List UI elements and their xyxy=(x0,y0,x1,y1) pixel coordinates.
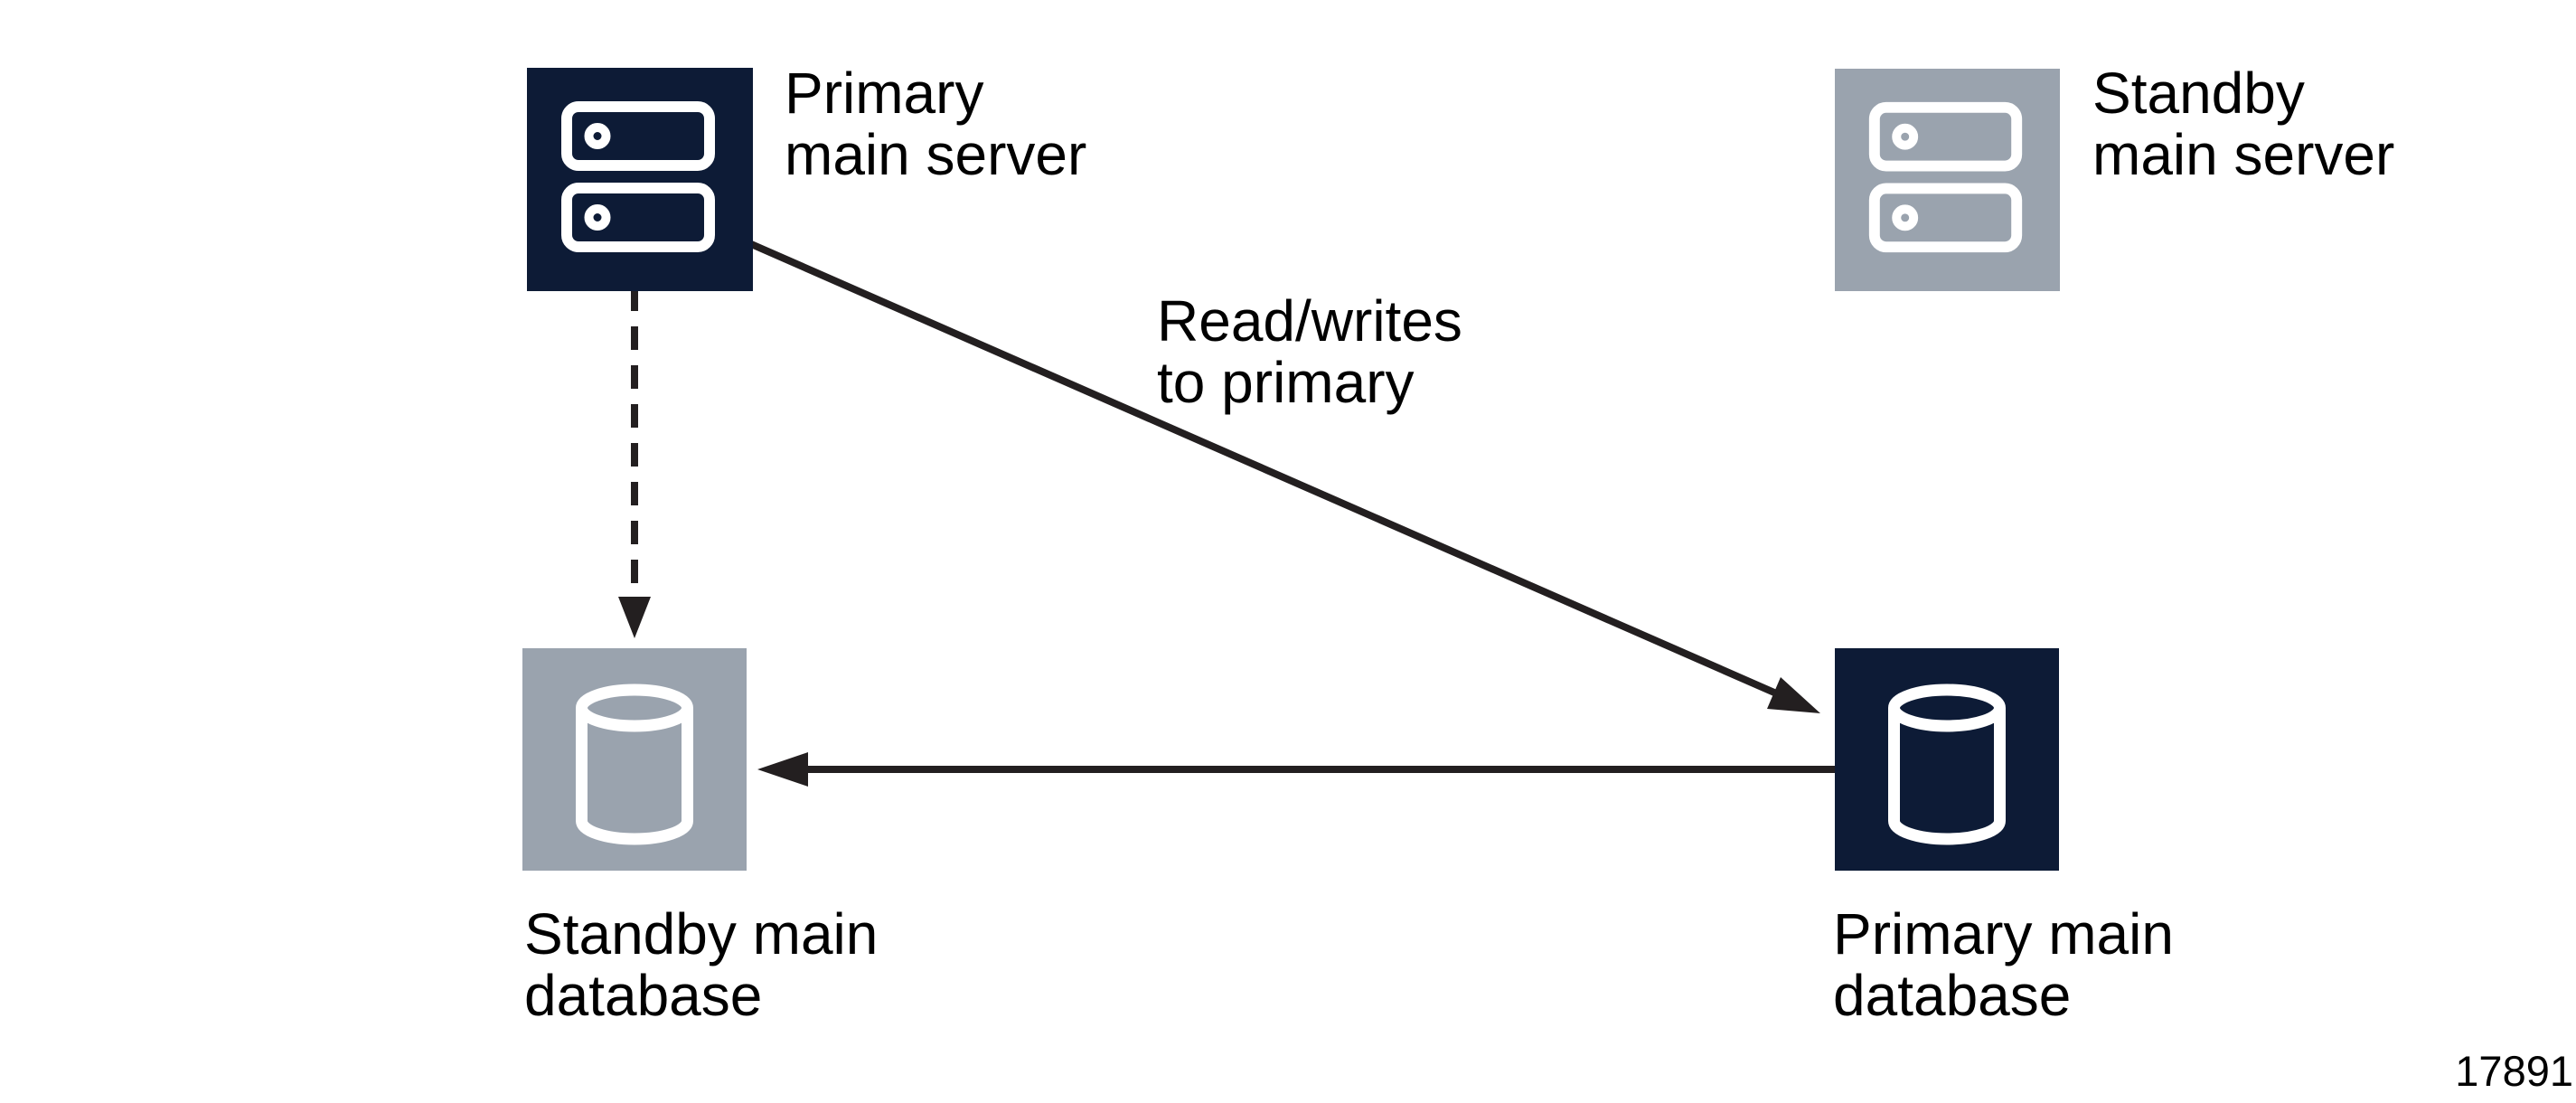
primary-server-to-standby-database-arrow xyxy=(618,288,651,638)
primary-main-database-node xyxy=(1835,648,2059,871)
read-writes-edge-label: Read/writes to primary xyxy=(1157,288,1462,415)
primary-main-server-label: Primary main server xyxy=(785,61,1087,187)
standby-main-database-node xyxy=(522,648,747,871)
read-writes-arrow xyxy=(741,237,1820,713)
database-icon xyxy=(1888,683,2006,845)
standby-main-server-label: Standby main server xyxy=(2092,61,2395,187)
figure-number: 17891 xyxy=(2455,1047,2573,1095)
server-icon xyxy=(1868,101,2023,253)
primary-main-database-label: Primary main database xyxy=(1833,901,2174,1028)
database-icon xyxy=(576,683,693,845)
standby-main-database-label: Standby main database xyxy=(524,901,879,1028)
primary-main-server-node xyxy=(527,68,753,291)
standby-main-server-node xyxy=(1835,69,2060,291)
server-icon xyxy=(561,101,715,252)
primary-database-to-standby-database-arrow xyxy=(757,752,1844,787)
